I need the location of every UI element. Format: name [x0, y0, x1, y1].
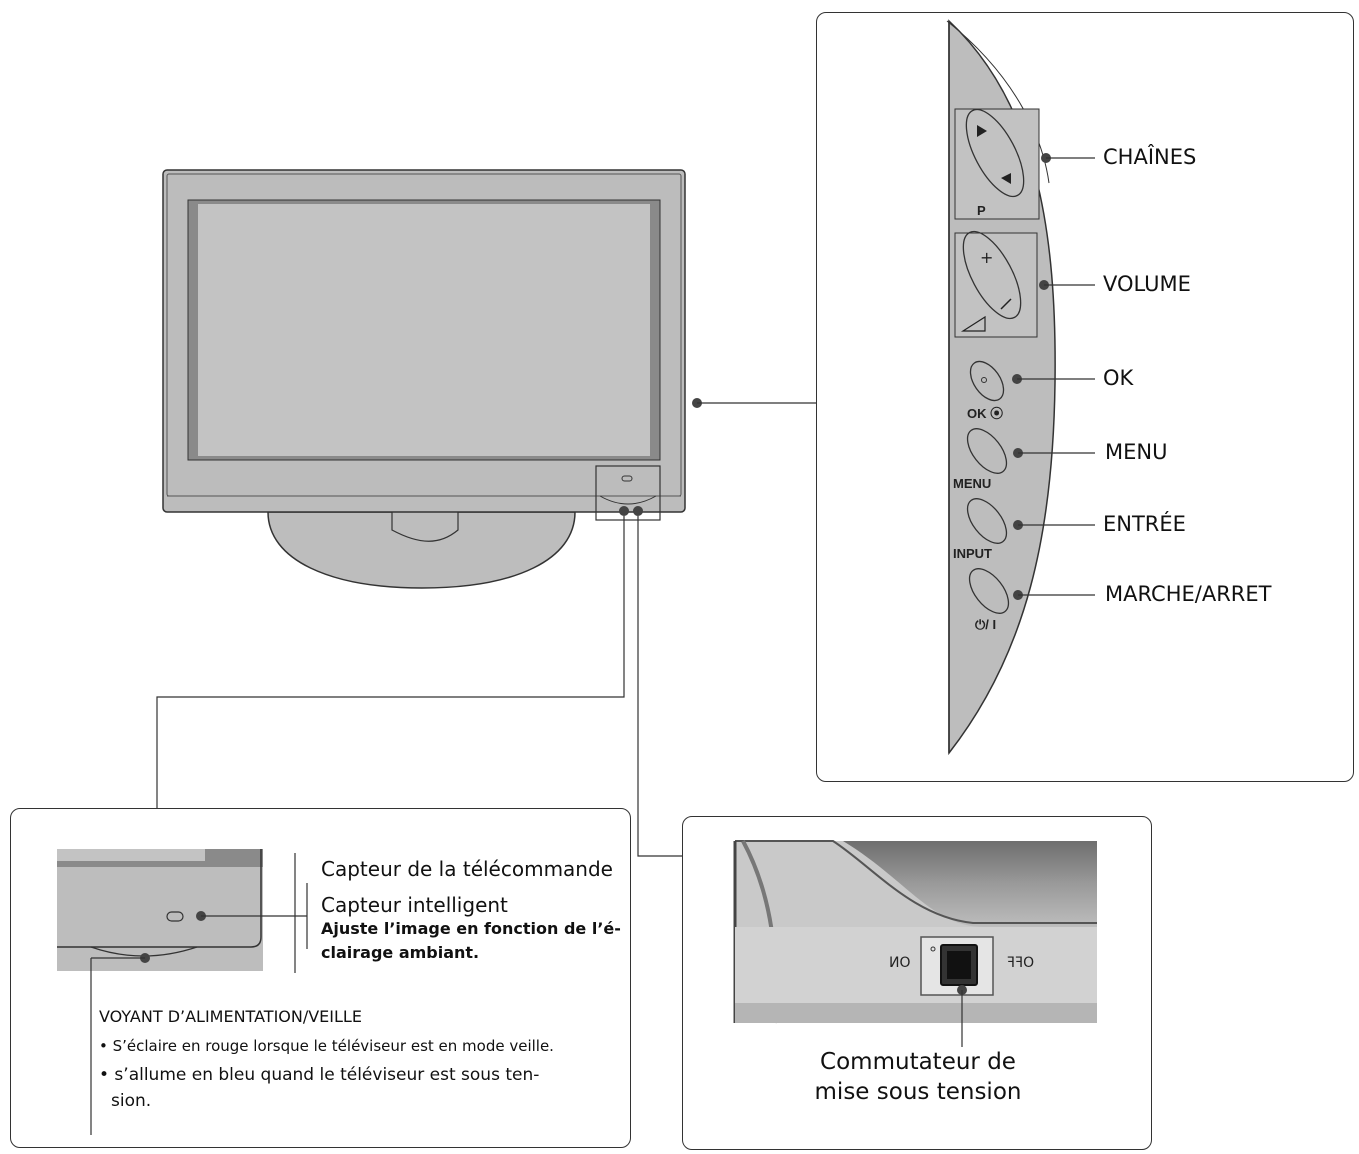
switch-caption-2: mise sous tension	[814, 1079, 1022, 1105]
side-controls-drawing: +	[946, 19, 1095, 756]
side-controls-panel: + P OK ⦿ MENU INPUT ⏻/ I CHAÎNES VOLUME …	[816, 12, 1354, 782]
power-button-caption: ⏻/ I	[975, 617, 997, 632]
off-label: OFF	[1007, 955, 1035, 971]
label-power: MARCHE/ARRET	[1105, 582, 1272, 606]
led-item-2b: sion.	[111, 1091, 152, 1111]
led-item-2: • s’allume en bleu quand le téléviseur e…	[99, 1065, 540, 1085]
label-volume: VOLUME	[1103, 272, 1191, 296]
svg-text:+: +	[980, 248, 993, 267]
sensor-panel: Capteur de la télécommande Capteur intel…	[10, 808, 631, 1148]
intelligent-sensor-label: Capteur intelligent	[321, 893, 508, 917]
switch-caption-1: Commutateur de	[820, 1049, 1016, 1075]
led-item-1: • S’éclaire en rouge lorsque le télévise…	[99, 1037, 554, 1055]
power-switch-photo	[733, 840, 1097, 1047]
label-menu: MENU	[1105, 440, 1168, 464]
power-switch-panel: ON OFF Commutateur de mise sous tension	[682, 816, 1152, 1150]
label-ok: OK	[1103, 366, 1134, 390]
menu-button-caption: MENU	[953, 476, 992, 491]
label-channels: CHAÎNES	[1103, 145, 1197, 169]
led-title: VOYANT D’ALIMENTATION/VEILLE	[99, 1007, 362, 1026]
remote-sensor-label: Capteur de la télécommande	[321, 857, 613, 881]
intelligent-sensor-desc-1: Ajuste l’image en fonction de l’é-	[321, 919, 621, 938]
tv-body	[162, 169, 686, 521]
label-input: ENTRÉE	[1103, 512, 1186, 536]
p-button-caption: P	[977, 203, 986, 218]
sensor-closeup-drawing	[57, 849, 308, 1135]
ok-button-caption: OK ⦿	[967, 406, 1004, 421]
intelligent-sensor-desc-2: clairage ambiant.	[321, 943, 480, 962]
tv-stand	[267, 511, 576, 589]
input-button-caption: INPUT	[953, 546, 992, 561]
on-label: ON	[889, 955, 911, 971]
